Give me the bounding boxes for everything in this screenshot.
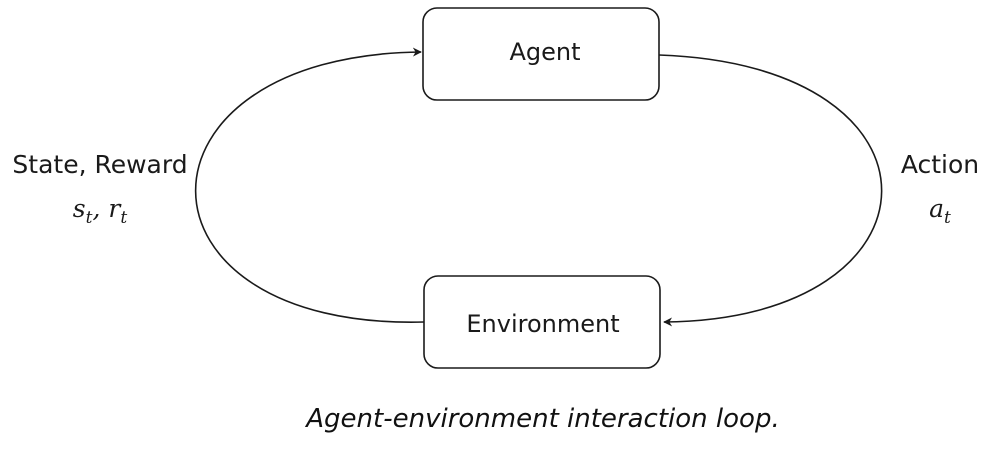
action-label: Action <box>901 150 979 179</box>
state-reward-label: State, Reward <box>12 150 187 179</box>
action-symbol: a <box>929 194 944 223</box>
reward-subscript: t <box>120 208 127 228</box>
symbol-separator: , <box>92 194 108 223</box>
reward-symbol: r <box>108 194 122 223</box>
agent-node: Agent <box>422 7 660 101</box>
action-symbols: at <box>929 194 951 228</box>
state-symbol: s <box>73 194 86 223</box>
state-subscript: t <box>86 208 93 228</box>
environment-node: Environment <box>423 275 661 369</box>
agent-node-label: Agent <box>509 38 580 66</box>
state-reward-symbols: st, rt <box>73 194 128 228</box>
diagram-caption: Agent-environment interaction loop. <box>304 404 779 434</box>
action-arrow <box>658 54 883 327</box>
state-reward-arrow <box>194 47 425 323</box>
action-subscript: t <box>944 208 951 228</box>
environment-node-label: Environment <box>466 310 619 338</box>
